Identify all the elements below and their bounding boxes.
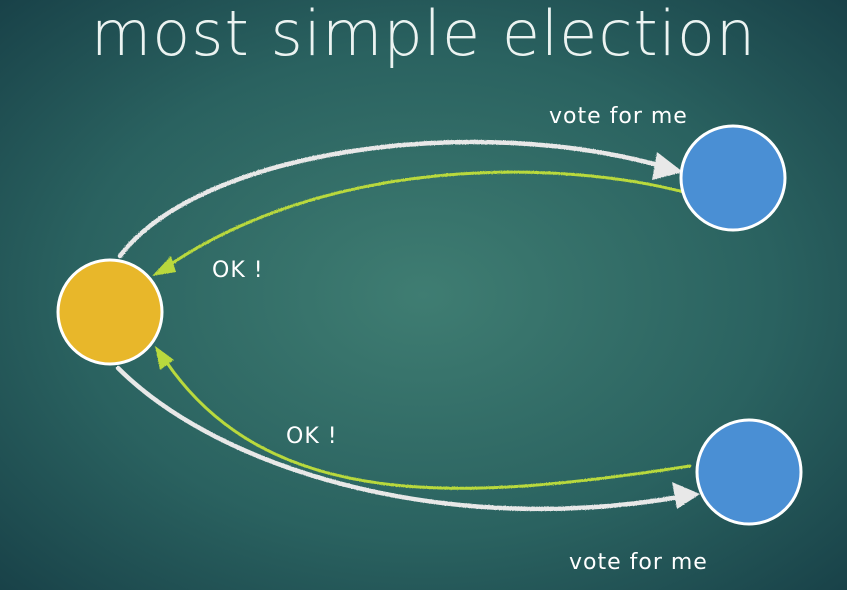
slide-title: most simple election [90, 0, 757, 70]
vote-request-label-bottom: vote for me [569, 550, 708, 575]
ok-response-label-bottom: OK ! [286, 424, 338, 449]
voter-node-top [679, 124, 787, 232]
candidate-node [56, 258, 164, 366]
request-arrow-bottom [115, 365, 700, 512]
response-arrow-top [152, 170, 686, 276]
voter-node-bottom [695, 418, 803, 526]
vote-request-label-top: vote for me [549, 104, 688, 129]
ok-response-label-top: OK ! [212, 258, 264, 283]
request-arrow-top [117, 139, 683, 259]
response-arrow-bottom [155, 346, 692, 490]
